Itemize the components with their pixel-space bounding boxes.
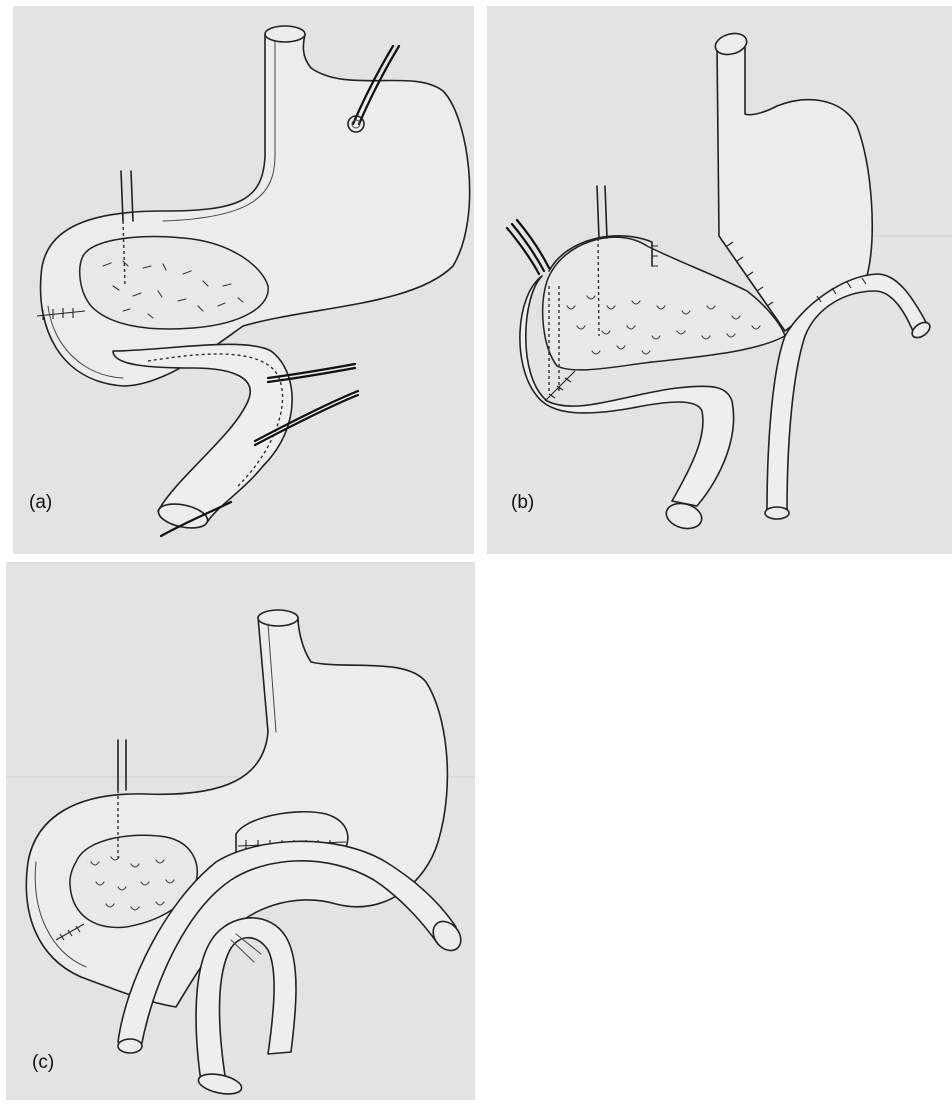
panel-a-drawing (13, 6, 474, 554)
panel-b-drawing (487, 6, 952, 554)
panel-a: (a) (13, 6, 474, 554)
stomach-a (41, 34, 470, 386)
panel-label-c: (c) (32, 1052, 54, 1074)
panel-c-drawing (6, 562, 475, 1100)
jejunal-opening-bottom-b (765, 507, 789, 519)
panel-c: (c) (6, 562, 475, 1100)
duodenal-transection-b (545, 371, 575, 401)
panel-label-b: (b) (511, 492, 534, 514)
panel-b: (b) (487, 6, 952, 554)
stomach-c (26, 617, 447, 1007)
sling-b (507, 228, 539, 274)
jejunal-opening-left-c (118, 1039, 142, 1053)
esophagus-opening-c (258, 610, 298, 626)
afferent-opening-c (197, 1071, 244, 1098)
panel-label-a: (a) (29, 492, 52, 514)
esophagus-opening-a (265, 26, 305, 42)
